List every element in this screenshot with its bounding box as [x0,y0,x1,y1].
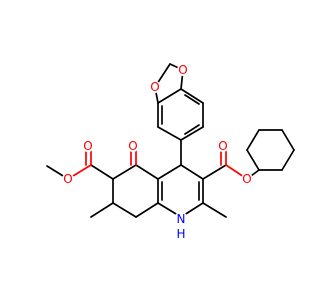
atom-o-ester-right-link: O [242,172,251,186]
molecule-diagram: O O O O O O O N H [46,63,295,241]
atom-o-methylenedioxy-top: O [150,80,159,94]
bond [157,126,182,141]
atom-o-ester-right-carbonyl: O [218,139,227,153]
atom-o-methoxy: O [63,172,72,186]
bond [90,164,114,180]
bond [180,126,204,141]
atom-h: H [176,227,185,241]
bond [112,202,137,218]
bond [135,164,159,180]
bond [202,202,227,218]
atom-o-ketone: O [128,139,137,153]
bond [184,94,200,105]
bond [202,164,227,180]
bond [246,129,260,151]
bond [180,164,204,180]
bond [246,149,260,171]
bond [157,164,182,180]
bond [112,164,137,180]
atom-o-ester-left: O [83,139,92,153]
bond [90,202,114,218]
bond [184,124,200,135]
atom-o-methylenedioxy-bottom: O [178,63,187,77]
bond [180,88,204,104]
atom-n: N [177,212,186,226]
bond [157,88,182,104]
bond [281,149,295,171]
bond [135,202,159,218]
bond [281,129,295,151]
atom-labels: O O O O O O O N H [62,63,253,241]
